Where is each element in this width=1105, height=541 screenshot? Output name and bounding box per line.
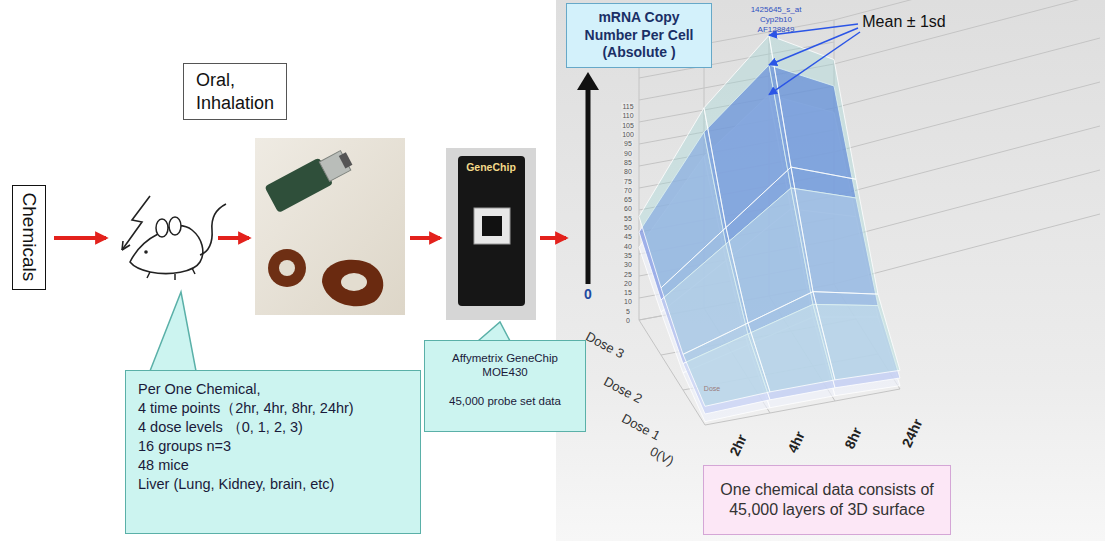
axis-tick: 35 [623,251,633,258]
liver-slice [322,260,383,306]
callout-box: Per One Chemical,4 time points（2hr, 4hr,… [125,370,421,534]
callout-box: Affymetrix GeneChip MOE430 45,000 probe s… [424,340,586,432]
axis-tick: 0 [625,317,631,324]
surface-cell [769,35,856,179]
flow-arrows [54,238,566,239]
axis-tick: 60 [623,205,633,212]
grid-line [834,170,1100,240]
box-text: 4 time points（2hr, 4hr, 8hr, 24hr) [138,399,408,418]
axis-tick: 95 [623,140,633,147]
axis-origin: 0 [584,287,592,301]
box-text: 16 groups n=3 [138,437,408,456]
vertical-label: Chemicals [17,193,41,282]
axis-tick: 5 [625,307,631,314]
axis-tick: 55 [623,214,633,221]
axis-tick: 90 [623,149,633,156]
chart-panel [556,0,1105,541]
axis-tick: 10 [623,298,633,305]
gene-symbol: Cyp2b10 [760,16,792,24]
axis-tick: 115 [621,103,634,110]
box-text: 4 dose levels （0, 1, 2, 3) [138,418,408,437]
box-text: mRNA Copy Number Per Cell (Absolute ) [573,9,705,62]
axis-arrow [586,86,591,284]
grid-line [834,38,1100,108]
box-text: 45,000 probe set data [431,394,579,408]
flow-arrow [410,236,440,240]
note-box: One chemical data consists of 45,000 lay… [703,465,951,535]
grid-line [834,82,1100,152]
mouse-ear [156,219,168,237]
surface-cell [791,167,878,294]
axis-title: Dose [704,385,720,392]
box-text: Oral, Inhalation [196,69,274,114]
chip-array [482,216,502,236]
box-text: Liver (Lung, Kidney, brain, etc) [138,475,408,494]
axis-tick: 15 [623,289,633,296]
chip-window [474,208,510,244]
mouse-eye [144,250,148,254]
callout-pointer [478,322,510,341]
box-text: Per One Chemical, [138,380,408,399]
mouse-ear [169,217,181,235]
liver-slice [268,249,306,287]
axis-tick: 50 [623,224,633,231]
mouse-tail [200,204,226,255]
axis-tick: 30 [623,261,633,268]
photo-ground [255,138,405,315]
axis-tick: 45 [623,233,633,240]
genechip-photo [446,148,536,320]
axis-tick: 100 [621,131,635,138]
flow-arrow [54,236,106,240]
chip-brand-label: GeneChip [466,162,516,173]
leader-line [769,32,860,95]
accession-id: AF128849 [758,26,795,34]
liver-slice-hole [341,273,367,291]
axis-tick: 105 [621,121,635,128]
annotation-text: Mean ± 1sd [862,14,946,30]
axis-tick: 85 [623,158,633,165]
grid-line [639,56,640,320]
grid-line [834,126,1100,196]
flow-arrow [218,236,249,240]
flow-arrow [540,236,566,240]
liver-slice-hole [279,260,295,276]
axis-tick: 70 [623,186,633,193]
axis-tick: 40 [623,242,633,249]
chip-card [458,156,525,306]
mouse-drawing [122,196,226,280]
axis-tick: 80 [623,168,633,175]
route-box: Oral, Inhalation [183,63,287,120]
homogenizer [264,145,356,213]
probe-id: 1425645_s_at [751,6,802,14]
mouse-feet [147,268,195,280]
axis-tick: 110 [621,112,634,119]
liver-photo [255,138,405,315]
callout-pointer [150,292,196,371]
dosing-bolt [122,241,130,250]
axis-tick: 20 [623,279,633,286]
input-box: Chemicals [12,185,46,290]
dosing-bolt [122,196,150,250]
axis-tick: 65 [623,196,633,203]
box-text: 48 mice [138,456,408,475]
axis-title-box: mRNA Copy Number Per Cell (Absolute ) [566,3,712,68]
photo-ground [446,148,536,320]
axis-tick: 75 [623,177,633,184]
upper-surface [639,35,900,406]
homogenizer-tip [339,152,353,168]
axis-tick: 25 [623,270,633,277]
axis-arrow-head [577,72,599,90]
box-text: Affymetrix GeneChip MOE430 [431,351,579,380]
surface-cell [813,292,900,380]
box-text: One chemical data consists of 45,000 lay… [714,480,940,520]
